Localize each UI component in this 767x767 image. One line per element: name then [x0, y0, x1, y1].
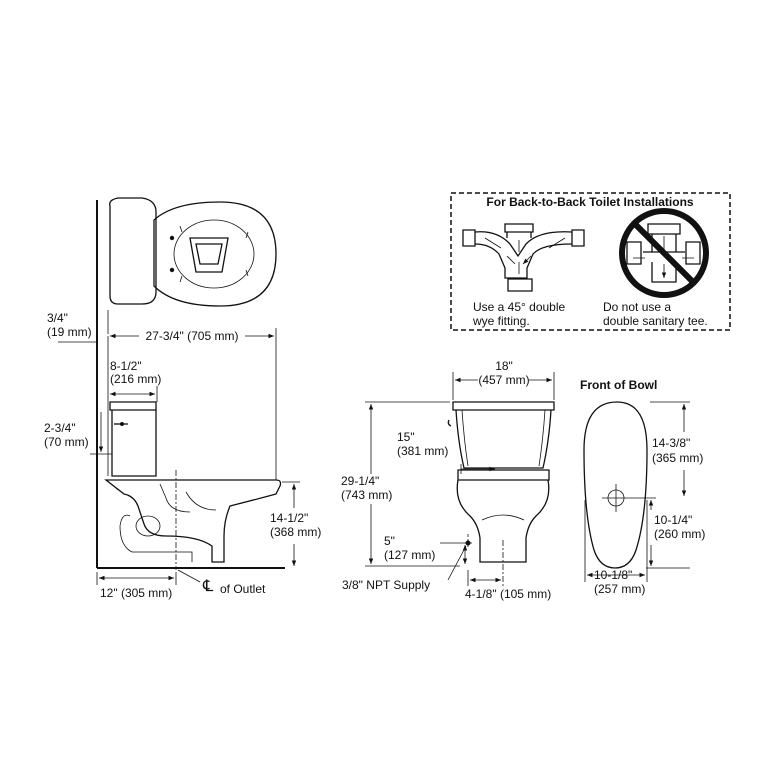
callout-right-note-line2: double sanitary tee. — [603, 314, 708, 328]
side-tank-body — [111, 410, 157, 477]
bowl-width-mm-label: (257 mm) — [594, 582, 645, 596]
rim-height-label: 14-1/2" — [270, 511, 308, 525]
centerline-symbol-icon: ℄ — [202, 578, 214, 595]
prohibited-sanitary-tee-icon — [619, 208, 709, 298]
bowl-front-view: Front of Bowl 14-3/8" (365 mm) 10-1/4" (… — [580, 378, 705, 596]
tank-height-mm-label: (381 mm) — [397, 444, 448, 458]
callout-dashed-border — [450, 192, 731, 331]
callout-left-note-line2: wye fitting. — [472, 314, 530, 328]
front-width-label: 18" — [495, 359, 513, 373]
front-view: 18" (457 mm) 15" (381 mm) 29-1/4" (743 m… — [341, 359, 555, 601]
tank-depth-mm-label: (216 mm) — [110, 372, 161, 386]
front-width-mm-label: (457 mm) — [478, 373, 529, 387]
outlet-to-front-label: 10-1/4" — [654, 513, 692, 527]
outlet-label: of Outlet — [220, 582, 266, 596]
supply-label: 3/8" NPT Supply — [342, 578, 430, 592]
callout-title: For Back-to-Back Toilet Installations — [486, 195, 693, 209]
bowl-length-label: 14-3/8" — [652, 436, 690, 450]
prohibition-circle-icon — [619, 208, 709, 298]
top-view-tank — [109, 197, 157, 305]
bowl-width-label: 10-1/8" — [594, 568, 632, 582]
outlet-to-front-mm-label: (260 mm) — [654, 527, 705, 541]
prohibition-slash-icon — [631, 220, 697, 286]
side-tank-lid — [109, 401, 157, 411]
supply-height-label: 5" — [384, 534, 395, 548]
top-view-toilet — [109, 197, 277, 307]
supply-offset-label: 4-1/8" (105 mm) — [465, 587, 551, 601]
top-view-seat — [153, 201, 277, 307]
back-to-back-callout: For Back-to-Back Toilet Installations Us… — [450, 192, 731, 331]
bowl-view-title: Front of Bowl — [580, 378, 657, 392]
rim-height-mm-label: (368 mm) — [270, 525, 321, 539]
front-seat — [457, 469, 550, 481]
supply-point-icon — [465, 540, 471, 546]
side-profile-toilet — [104, 401, 282, 570]
front-tank-lid — [452, 401, 555, 411]
tank-height-label: 15" — [397, 430, 415, 444]
bowl-length-mm-label: (365 mm) — [652, 451, 703, 465]
overall-height-label: 29-1/4" — [341, 474, 379, 488]
overall-depth-label: 27-3/4" (705 mm) — [146, 329, 239, 343]
double-wye-fitting-icon — [462, 223, 585, 292]
front-profile-toilet — [447, 401, 555, 563]
lever-drop-label: 2-3/4" — [44, 421, 76, 435]
wall-offset-label: 3/4" — [47, 311, 68, 325]
side-view: 3/4" (19 mm) 27-3/4" (705 mm) 8-1/2" (21… — [44, 197, 321, 600]
side-bowl-body — [104, 479, 282, 563]
callout-right-note-line1: Do not use a — [603, 300, 671, 314]
lever-drop-mm-label: (70 mm) — [44, 435, 89, 449]
front-flush-lever-icon — [447, 419, 452, 427]
rough-in-label: 12" (305 mm) — [100, 586, 172, 600]
front-tank-body — [455, 409, 552, 469]
wall-offset-mm-label: (19 mm) — [47, 325, 92, 339]
supply-height-mm-label: (127 mm) — [384, 548, 435, 562]
overall-height-mm-label: (743 mm) — [341, 488, 392, 502]
tank-depth-label: 8-1/2" — [110, 359, 142, 373]
trapway-line — [119, 514, 193, 562]
bowl-outline — [583, 401, 648, 569]
callout-left-note-line1: Use a 45° double — [473, 300, 566, 314]
